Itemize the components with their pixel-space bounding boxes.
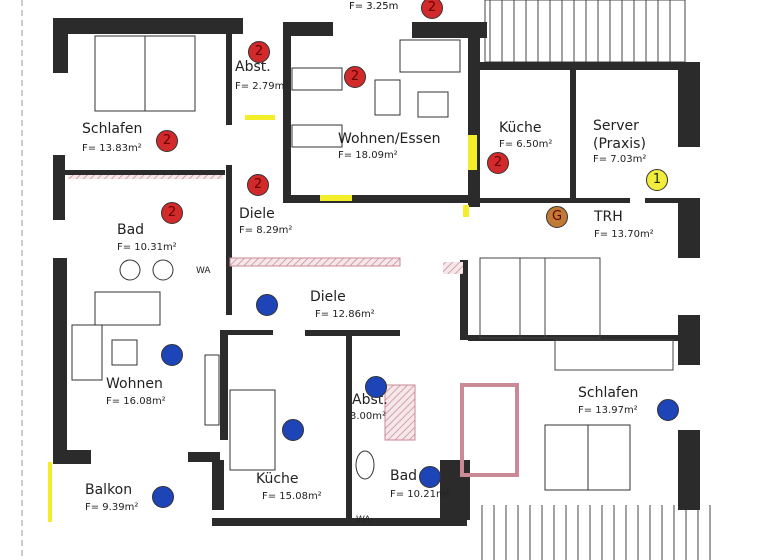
room-area: F= 8.29m² xyxy=(239,225,293,236)
room-area: F= 18.09m² xyxy=(338,150,398,161)
yellow-unit-marker: 1 xyxy=(646,169,668,191)
hatched-wall xyxy=(443,262,463,274)
room-name: Bad xyxy=(390,468,418,484)
hatched-wall xyxy=(460,383,519,477)
room-name: Küche xyxy=(499,120,542,136)
blue-unit-marker xyxy=(657,399,679,421)
blue-unit-marker xyxy=(161,344,183,366)
red-unit-marker: 2 xyxy=(248,41,270,63)
red-unit-marker: 2 xyxy=(421,0,443,19)
room-area: F= 6.50m² xyxy=(499,139,553,150)
room-name: Abst. xyxy=(235,59,271,75)
hatched-wall xyxy=(384,384,416,441)
room-name: TRH xyxy=(594,209,623,225)
room-name: Diele xyxy=(239,206,275,222)
room-name-sub: (Praxis) xyxy=(593,136,646,152)
blue-unit-marker xyxy=(282,419,304,441)
room-area: F= 15.08m² xyxy=(262,491,322,502)
red-unit-marker: 2 xyxy=(247,174,269,196)
room-area: F= 2.79m² xyxy=(235,81,289,92)
balcony-railing-top xyxy=(484,0,686,63)
blue-unit-marker xyxy=(256,294,278,316)
top-cut-area: F= 3.25m xyxy=(348,1,400,12)
room-name: Bad xyxy=(117,222,145,238)
room-name: Schlafen xyxy=(578,385,639,401)
washer-label: WA xyxy=(196,266,211,276)
room-area: F= 10.31m² xyxy=(117,242,177,253)
door-highlights xyxy=(48,115,477,522)
orange-unit-marker: G xyxy=(546,206,568,228)
room-name: Diele xyxy=(310,289,346,305)
room-area: F= 13.70m² xyxy=(594,229,654,240)
blue-unit-marker xyxy=(365,376,387,398)
washer-label: WA xyxy=(356,515,371,525)
red-unit-marker: 2 xyxy=(156,130,178,152)
room-name: Balkon xyxy=(85,482,133,498)
room-area: F= 13.97m² xyxy=(578,405,638,416)
furniture xyxy=(71,35,631,491)
red-unit-marker: 2 xyxy=(161,202,183,224)
hatched-wall xyxy=(68,175,223,179)
staircase xyxy=(479,257,674,371)
walls xyxy=(53,18,700,526)
room-name: Wohnen/Essen xyxy=(338,131,441,147)
room-area: F= 12.86m² xyxy=(315,309,375,320)
blue-unit-marker xyxy=(152,486,174,508)
blue-unit-marker xyxy=(419,466,441,488)
room-area: 3.00m² xyxy=(350,411,387,422)
red-unit-marker: 2 xyxy=(487,152,509,174)
hatched-wall xyxy=(229,257,401,267)
room-name: Schlafen xyxy=(82,121,143,137)
room-area: F= 9.39m² xyxy=(85,502,139,513)
room-area: F= 10.21m² xyxy=(390,489,450,500)
room-name: Server xyxy=(593,118,639,134)
room-name: Küche xyxy=(256,471,299,487)
room-name: Wohnen xyxy=(106,376,163,392)
room-area: F= 13.83m² xyxy=(82,143,142,154)
room-area: F= 7.03m² xyxy=(593,154,647,165)
red-unit-marker: 2 xyxy=(344,66,366,88)
room-area: F= 16.08m² xyxy=(106,396,166,407)
